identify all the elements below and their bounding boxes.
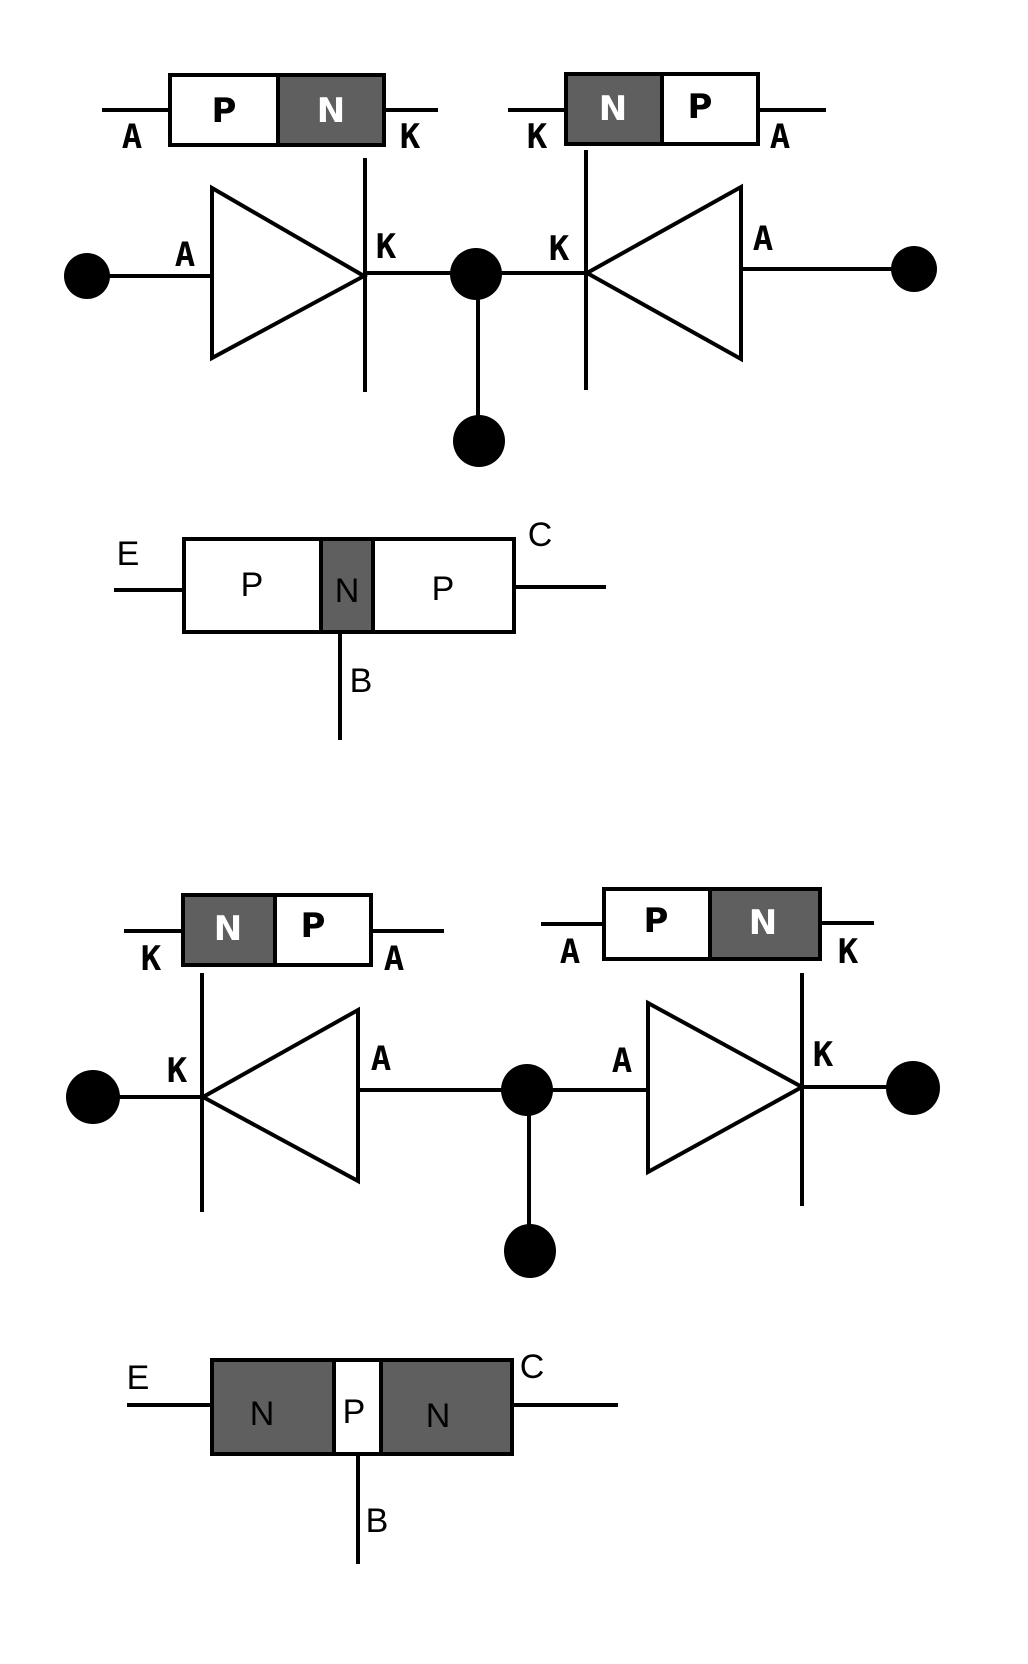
base-label: B xyxy=(350,662,373,700)
diode-symbol-forward xyxy=(210,184,369,362)
region-label: N xyxy=(749,903,777,943)
base-label: B xyxy=(366,1502,389,1540)
npn-transistor-block: N P N E B C xyxy=(127,1348,618,1564)
region-label: N xyxy=(250,1395,275,1433)
region-label: N xyxy=(317,91,345,131)
region-label: P xyxy=(432,570,455,608)
p-region xyxy=(660,72,760,146)
terminal-label-cathode: K xyxy=(527,117,548,157)
terminal-label-cathode: K xyxy=(838,932,859,972)
symbol-label-cathode: K xyxy=(549,229,570,269)
base-region xyxy=(319,537,375,634)
terminal-label-anode: A xyxy=(384,939,404,979)
emitter-label: E xyxy=(127,1359,150,1397)
diode-symbol-reverse xyxy=(198,1006,360,1185)
region-label: P xyxy=(301,906,326,946)
region-label: P xyxy=(644,901,669,941)
region-label: P xyxy=(241,566,264,604)
npn-diode-circuit: K A A K xyxy=(66,973,940,1278)
symbol-label-cathode: K xyxy=(167,1051,188,1091)
pnp-diode-circuit: A K K A xyxy=(64,150,937,467)
symbol-label-cathode: K xyxy=(376,227,397,267)
npn-left-junction-block: N P K A xyxy=(124,893,444,979)
region-label: N xyxy=(335,572,360,610)
region-label: N xyxy=(426,1397,451,1435)
region-label: N xyxy=(214,909,242,949)
terminal-label-anode: A xyxy=(122,117,142,157)
terminal-label-anode: A xyxy=(560,932,580,972)
symbol-label-cathode: K xyxy=(813,1035,834,1075)
p-region xyxy=(602,887,712,961)
terminal-label-anode: A xyxy=(770,117,790,157)
collector-region xyxy=(379,1358,514,1456)
diode-symbol-reverse xyxy=(582,183,743,363)
pnp-section: P N A K N P K A A K xyxy=(64,72,937,740)
collector-label: C xyxy=(528,516,553,554)
symbol-label-anode: A xyxy=(371,1039,391,1079)
n-region xyxy=(564,72,664,146)
terminal-label-cathode: K xyxy=(400,117,421,157)
terminal-node-right xyxy=(891,246,937,292)
region-label: N xyxy=(599,89,627,129)
emitter-region xyxy=(182,537,323,634)
collector-label: C xyxy=(520,1348,545,1386)
npn-right-junction-block: P N A K xyxy=(541,887,874,972)
emitter-label: E xyxy=(117,535,140,573)
pnp-transistor-block: P N P E B C xyxy=(114,516,606,740)
emitter-region xyxy=(210,1358,336,1456)
region-label: P xyxy=(212,91,237,131)
terminal-node-base xyxy=(453,415,505,467)
n-region xyxy=(708,887,822,961)
region-label: P xyxy=(343,1393,366,1431)
terminal-node-right xyxy=(886,1061,940,1115)
pnp-right-junction-block: N P K A xyxy=(508,72,826,157)
pnp-left-junction-block: P N A K xyxy=(102,73,438,157)
n-region xyxy=(276,73,386,147)
terminal-node-base xyxy=(504,1224,556,1278)
npn-section: N P K A P N A K K A xyxy=(66,887,940,1564)
symbol-label-anode: A xyxy=(753,219,773,259)
symbol-label-anode: A xyxy=(175,235,195,275)
region-label: P xyxy=(688,87,713,127)
symbol-label-anode: A xyxy=(612,1041,632,1081)
terminal-label-cathode: K xyxy=(141,939,162,979)
diode-symbol-forward xyxy=(646,999,807,1176)
